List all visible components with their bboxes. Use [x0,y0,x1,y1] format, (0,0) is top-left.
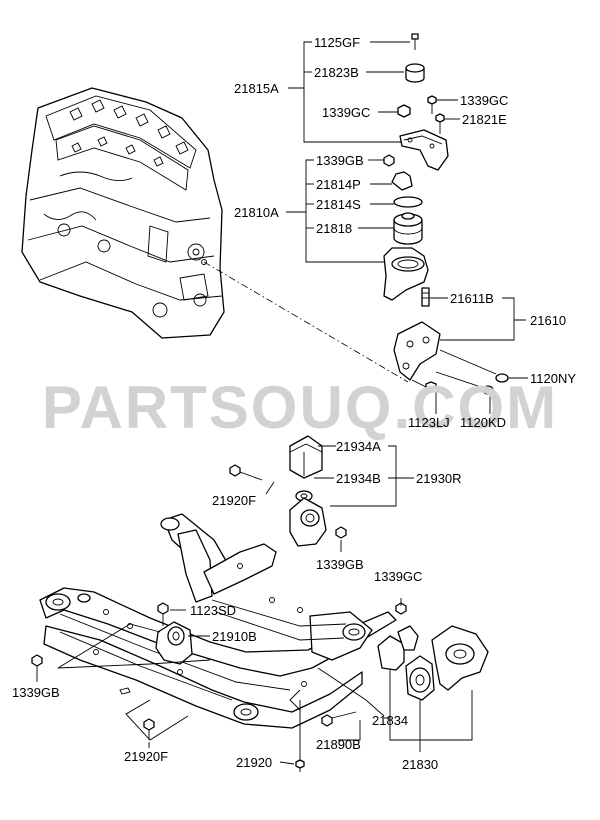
part-labels: 1125GF 21823B 21815A 1339GC 1339GC 21821… [12,35,576,772]
label-1339GB-b[interactable]: 1339GB [316,557,364,572]
label-21611B[interactable]: 21611B [450,291,494,306]
bolt-1120NY[interactable] [439,349,509,383]
label-21920[interactable]: 21920 [236,755,272,770]
crossmember-subframe[interactable] [39,513,397,729]
label-21818[interactable]: 21818 [316,221,352,236]
mount-21834[interactable] [377,625,419,671]
label-1123SD[interactable]: 1123SD [190,603,236,618]
label-21920F-a[interactable]: 21920F [212,493,256,508]
label-21930R[interactable]: 21930R [416,471,462,486]
bolt-1123SD[interactable] [157,602,169,626]
label-21834[interactable]: 21834 [372,713,408,728]
watermark: PARTSOUQ.COM [42,374,558,441]
bracket-21815A[interactable] [399,129,449,171]
label-21823B[interactable]: 21823B [314,65,359,80]
label-1120KD[interactable]: 1120KD [460,415,506,430]
label-21821E[interactable]: 21821E [462,112,507,127]
stud-21611B[interactable] [421,287,430,307]
bushing-21823B[interactable] [405,63,425,83]
label-1123LJ[interactable]: 1123LJ [408,415,450,430]
label-1339GB-a[interactable]: 1339GB [316,153,364,168]
nut-1339GB-middle[interactable] [335,526,347,539]
label-21814S[interactable]: 21814S [316,197,361,212]
label-21890B[interactable]: 21890B [316,737,361,752]
label-21830[interactable]: 21830 [402,757,438,772]
label-21610[interactable]: 21610 [530,313,566,328]
bolt-1125GF[interactable] [411,33,419,50]
label-21814P[interactable]: 21814P [316,177,361,192]
bolt-21821E[interactable] [435,113,445,134]
bracket-21830[interactable] [431,625,489,691]
label-1339GB-c[interactable]: 1339GB [12,685,60,700]
label-21910B[interactable]: 21910B [212,629,257,644]
nut-1339GC-upper[interactable] [397,104,411,118]
stopper-21814P[interactable] [391,171,413,191]
label-1339GC-a[interactable]: 1339GC [322,105,370,120]
bushing-21830[interactable] [405,655,435,701]
bolt-1339GC-right[interactable] [427,95,437,114]
bracket-21930R[interactable] [289,497,327,547]
label-21934A[interactable]: 21934A [336,439,381,454]
stopper-21934A[interactable] [289,435,323,479]
label-1339GC-c[interactable]: 1339GC [374,569,422,584]
label-1125GF[interactable]: 1125GF [314,35,360,50]
label-1339GC-b[interactable]: 1339GC [460,93,508,108]
nut-1339GB-upper[interactable] [383,154,395,167]
label-21810A[interactable]: 21810A [234,205,279,220]
bolt-1120KD[interactable] [435,371,494,395]
bracket-21610[interactable] [393,321,441,381]
bolt-21920F-upper[interactable] [229,464,263,481]
label-1120NY[interactable]: 1120NY [530,371,576,386]
plate-21814S[interactable] [393,196,423,208]
label-21920F-b[interactable]: 21920F [124,749,168,764]
insulator-21818[interactable] [393,212,423,245]
leader-lines-lower [36,598,473,772]
mount-21910B[interactable] [155,621,193,665]
label-21815A[interactable]: 21815A [234,81,279,96]
bolt-21890B[interactable] [321,711,357,727]
engine-block[interactable] [21,87,225,339]
bolt-1123LJ[interactable] [411,379,437,392]
leader-lines-rear [265,445,414,552]
label-21934B[interactable]: 21934B [336,471,381,486]
housing-21810A[interactable] [383,247,429,301]
nut-1339GB-left[interactable] [31,654,43,667]
bolt-21920F-lower[interactable] [143,718,155,740]
leader-lines-upper [286,41,528,414]
